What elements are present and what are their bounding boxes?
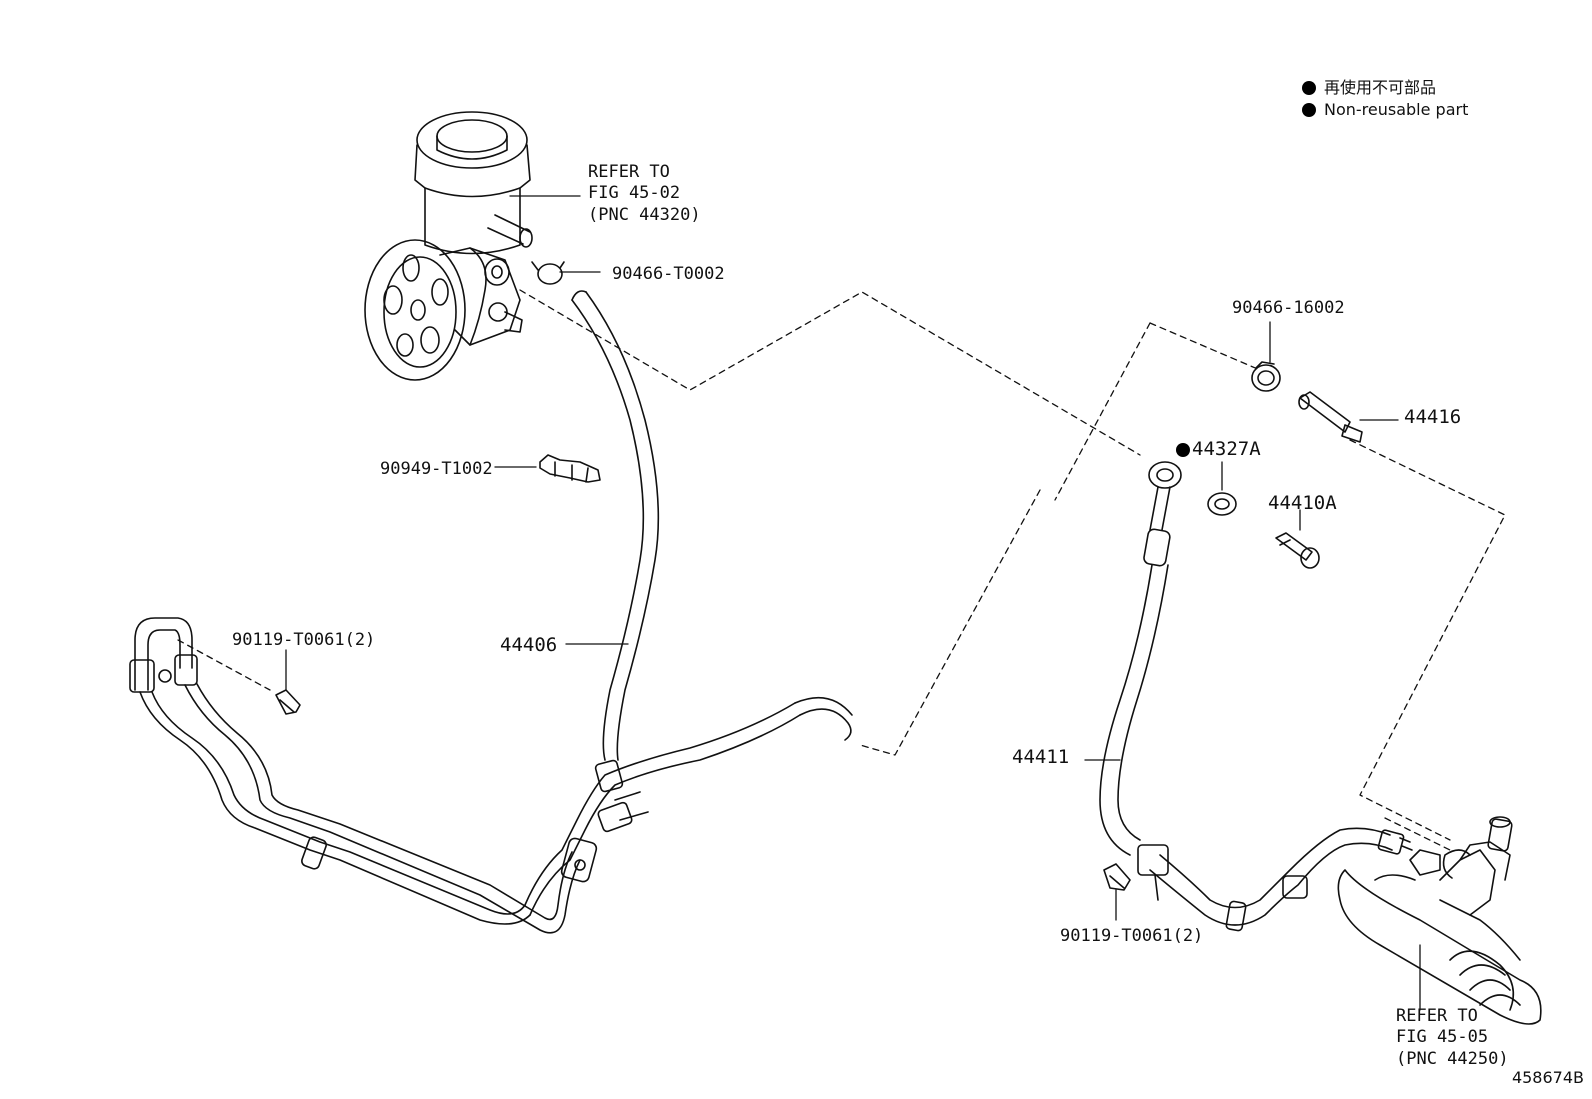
dashed-reference-lines [177,289,1506,851]
callout-90466-16002: 90466-16002 [1232,298,1345,318]
legend-line-1: 再使用不可部品 [1302,74,1436,98]
callout-refer-bottom: REFER TO FIG 45-05 (PNC 44250) [1396,1006,1509,1070]
refer-line: FIG 45-02 [588,183,681,204]
non-reusable-dot-icon [1302,81,1316,95]
hose-clamp-icon [1251,361,1281,392]
leader-lines [285,195,1421,1011]
legend-text-en: Non-reusable part [1324,100,1469,119]
pressure-hose-icon [1099,461,1413,932]
part-number: 44327A [1192,438,1261,460]
non-reusable-dot-icon [1302,103,1316,117]
legend-line-2: Non-reusable part [1302,100,1468,119]
union-bolt-icon [1275,532,1320,569]
callout-44406: 44406 [500,634,558,656]
refer-line: FIG 45-05 [1396,1027,1489,1048]
callout-90119-left: 90119-T0061(2) [232,630,376,650]
callout-90949-t1002: 90949-T1002 [380,459,493,479]
callout-90119-right: 90119-T0061(2) [1060,926,1204,946]
hose-clamp-icon [531,261,565,285]
callout-44416: 44416 [1404,406,1462,428]
gasket-icon [1207,492,1237,516]
figure-number: 458674B [1511,1068,1584,1087]
pipe-assembly-left-icon [129,617,853,934]
callout-44410a: 44410A [1268,492,1337,514]
steering-gear-icon [1337,816,1542,1025]
refer-line: (PNC 44320) [588,204,701,225]
bolt-icon [1103,863,1131,891]
return-hose-icon [571,290,660,761]
callout-44411: 44411 [1012,746,1070,768]
legend-text-ja: 再使用不可部品 [1324,78,1437,97]
refer-line: (PNC 44250) [1396,1048,1509,1069]
bolt-icon [275,689,301,715]
refer-line: REFER TO [1396,1006,1478,1026]
power-steering-pump-icon [364,111,533,381]
callout-44327a: 44327A [1176,438,1261,462]
non-reusable-dot-icon [1176,443,1190,457]
union-fitting-icon [1298,391,1363,443]
refer-line: REFER TO [588,162,670,182]
hose-clip-icon [539,454,601,483]
callout-refer-top: REFER TO FIG 45-02 (PNC 44320) [588,162,701,226]
callout-90466-t0002: 90466-T0002 [612,264,725,284]
